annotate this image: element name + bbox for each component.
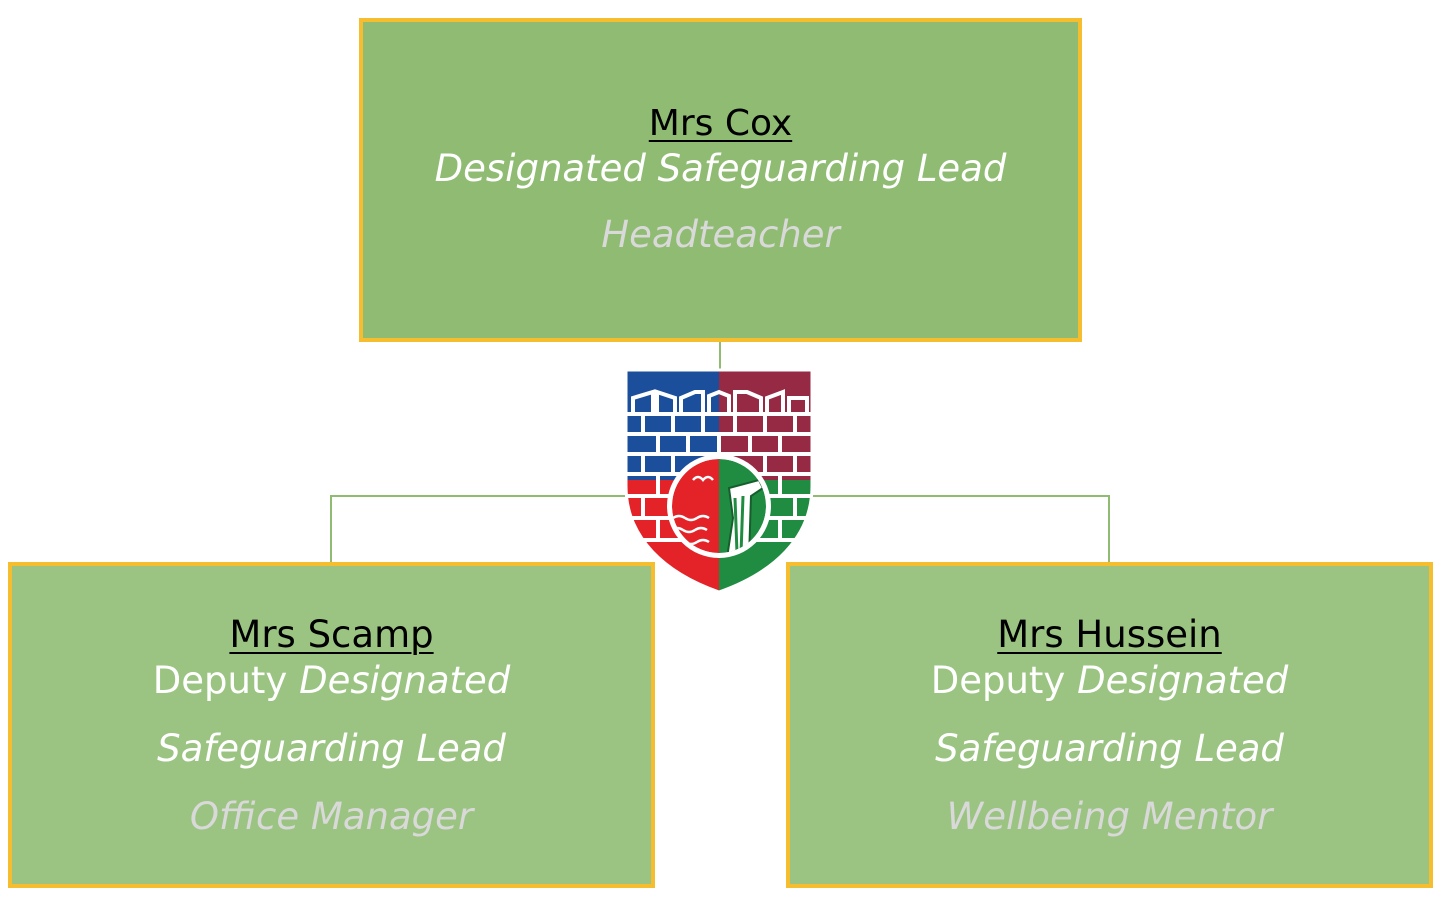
- connector-top-vertical: [719, 342, 721, 370]
- deputy-right-role-plain: Deputy: [930, 659, 1066, 702]
- deputy-left-role-line2: Safeguarding Lead: [157, 727, 506, 770]
- deputy-right-role-line1: Deputy Designated: [790, 658, 1429, 704]
- deputy-left-name: Mrs Scamp: [229, 613, 434, 656]
- dsl-role: Designated Safeguarding Lead: [434, 147, 1007, 190]
- deputy-right-job-title: Wellbeing Mentor: [946, 795, 1273, 838]
- connector-right-vertical: [1108, 495, 1110, 562]
- dsl-box: Mrs Cox Designated Safeguarding Lead Hea…: [359, 18, 1082, 342]
- school-crest-logo: [624, 368, 814, 594]
- deputy-right-name: Mrs Hussein: [997, 613, 1222, 656]
- deputy-right-role-italic: Designated: [1077, 659, 1289, 702]
- deputy-left-role-plain: Deputy: [152, 659, 288, 702]
- deputy-dsl-box-left: Mrs Scamp Deputy Designated Safeguarding…: [8, 562, 655, 888]
- dsl-job-title: Headteacher: [601, 213, 840, 256]
- deputy-left-role-line1: Deputy Designated: [12, 658, 651, 704]
- connector-left-vertical: [330, 495, 332, 562]
- deputy-dsl-box-right: Mrs Hussein Deputy Designated Safeguardi…: [786, 562, 1433, 888]
- deputy-right-role-line2: Safeguarding Lead: [935, 727, 1284, 770]
- deputy-left-role-italic: Designated: [299, 659, 511, 702]
- dsl-name: Mrs Cox: [648, 103, 793, 144]
- deputy-left-job-title: Office Manager: [189, 795, 474, 838]
